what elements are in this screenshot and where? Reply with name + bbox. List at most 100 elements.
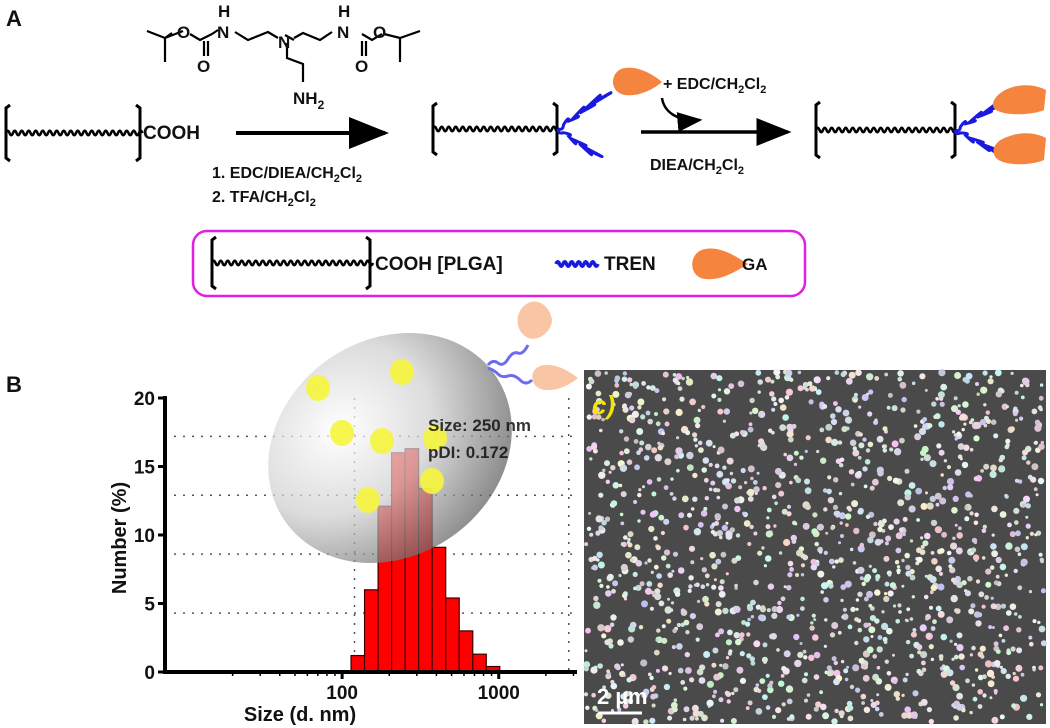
sem-particle — [719, 579, 725, 585]
curved-arrow — [660, 97, 703, 132]
sem-particle — [892, 604, 897, 608]
sem-particle — [692, 496, 698, 502]
sem-particle — [885, 535, 892, 542]
sem-particle — [783, 650, 791, 658]
sem-particle — [803, 655, 808, 660]
sem-particle — [784, 395, 790, 400]
sem-particle — [954, 469, 962, 476]
sem-particle — [823, 507, 828, 512]
sem-particle — [672, 628, 677, 634]
sem-particle — [860, 663, 867, 670]
sem-particle — [822, 488, 828, 493]
sem-particle — [853, 527, 860, 535]
sem-particle — [716, 375, 723, 382]
sem-particle — [874, 538, 882, 546]
sem-particle — [872, 568, 878, 574]
payload-dot — [423, 425, 447, 451]
sem-particle — [588, 378, 595, 385]
sem-particle — [641, 600, 648, 608]
sem-particle — [977, 674, 984, 681]
sem-particle — [990, 419, 997, 426]
sem-particle — [1017, 479, 1023, 484]
svg-text:O: O — [373, 23, 386, 42]
sem-particle — [972, 696, 978, 702]
sem-particle — [643, 455, 650, 461]
sem-particle — [855, 687, 861, 693]
sem-particle — [867, 441, 874, 448]
sem-particle — [963, 422, 967, 426]
sem-particle — [985, 418, 992, 424]
sem-particle — [1004, 444, 1010, 450]
sem-particle — [920, 544, 925, 549]
sem-particle — [935, 605, 942, 612]
sem-particle — [729, 471, 734, 476]
sem-particle — [693, 437, 698, 442]
sem-particle — [1035, 692, 1042, 698]
sem-particle — [902, 532, 906, 537]
sem-particle — [841, 426, 848, 433]
sem-particle — [680, 608, 686, 613]
sem-particle — [752, 480, 758, 485]
sem-particle — [594, 708, 599, 712]
sem-particle — [793, 450, 799, 456]
sem-particle — [701, 404, 706, 410]
sem-particle — [927, 423, 933, 429]
sem-particle — [775, 374, 781, 380]
panel-c-label: c) — [592, 390, 615, 420]
sem-particle — [827, 497, 835, 504]
sem-particle — [999, 665, 1003, 669]
sem-particle — [812, 634, 819, 641]
sem-particle — [892, 653, 895, 657]
sem-particle — [700, 584, 706, 589]
sem-particle — [696, 623, 704, 631]
sem-particle — [955, 547, 963, 555]
sem-particle — [991, 550, 998, 558]
sem-particle — [604, 371, 608, 375]
sem-particle — [901, 693, 905, 698]
sem-particle — [926, 707, 933, 713]
sem-particle — [674, 591, 681, 597]
sem-particle — [643, 719, 649, 725]
sem-particle — [619, 512, 624, 517]
sem-particle — [868, 564, 872, 568]
sem-particle — [919, 624, 927, 632]
sem-particle — [1009, 603, 1017, 610]
sem-particle — [827, 475, 832, 480]
sem-particle — [876, 665, 881, 670]
sem-particle — [1010, 371, 1014, 375]
sem-particle — [747, 617, 751, 622]
bracket-right — [135, 103, 142, 163]
sem-particle — [857, 509, 864, 515]
sem-particle — [951, 507, 958, 514]
sem-particle — [733, 632, 740, 639]
sem-particle — [783, 585, 787, 589]
sem-particle — [715, 632, 720, 638]
sem-particle — [612, 580, 619, 587]
sem-particle — [725, 572, 729, 576]
sem-particle — [703, 477, 709, 483]
sem-particle — [849, 684, 855, 690]
sem-particle — [948, 556, 956, 564]
sem-particle — [747, 605, 754, 612]
sem-particle — [1025, 503, 1031, 509]
sem-particle — [656, 628, 661, 633]
sem-particle — [924, 388, 928, 392]
sem-particle — [800, 596, 805, 602]
sem-particle — [901, 584, 905, 588]
sem-particle — [868, 626, 876, 634]
sem-particle — [874, 589, 881, 596]
sem-particle — [806, 693, 811, 697]
sem-particle — [627, 542, 633, 548]
sem-particle — [877, 635, 883, 640]
sem-particle — [847, 715, 854, 722]
sem-particle — [774, 501, 778, 506]
sem-particle — [916, 668, 922, 674]
sem-particle — [954, 608, 959, 613]
sem-particle — [1031, 463, 1039, 471]
sem-particle — [689, 613, 697, 620]
sem-particle — [897, 603, 902, 608]
sem-particle — [584, 542, 589, 547]
sem-particle — [1013, 507, 1020, 514]
svg-text:H: H — [338, 2, 350, 21]
sem-particle — [661, 665, 669, 672]
